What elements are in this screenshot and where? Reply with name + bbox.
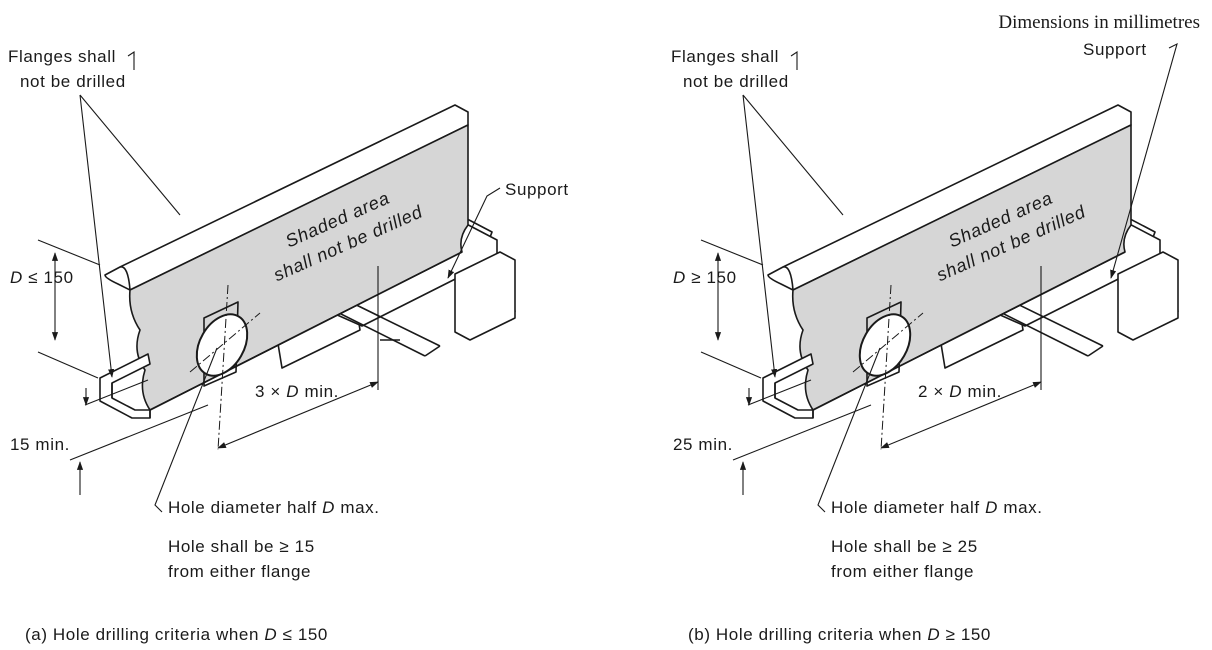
edge-dimension-label: 15 min. <box>10 435 70 454</box>
caption-pre: (a) Hole drilling criteria when <box>25 625 259 644</box>
edge-dimension-label: 25 min. <box>673 435 733 454</box>
hole-pre: Hole diameter half <box>831 498 980 517</box>
flanges-label-line1: Flanges shall <box>671 47 779 66</box>
hole-diameter-label: Hole diameter half D max. <box>831 498 1043 517</box>
caption-post: ≤ 150 <box>283 625 328 644</box>
depth-label: D ≤ 150 <box>10 268 74 287</box>
caption-post: ≥ 150 <box>946 625 991 644</box>
flanges-label-line2: not be drilled <box>20 72 126 91</box>
spacing-var: D <box>286 382 299 401</box>
depth-op: ≥ 150 <box>691 268 736 287</box>
bottom-flange <box>99 353 151 419</box>
hole-note-line1: Hole shall be ≥ 15 <box>168 537 315 556</box>
depth-label: D ≥ 150 <box>673 268 737 287</box>
hole-note-line2: from either flange <box>831 562 974 581</box>
hole-var: D <box>985 498 998 517</box>
spacing-post: min. <box>304 382 339 401</box>
caption-var: D <box>264 625 277 644</box>
caption-pre: (b) Hole drilling criteria when <box>688 625 922 644</box>
spacing-pre: 2 × <box>918 382 944 401</box>
hole-pre: Hole diameter half <box>168 498 317 517</box>
flanges-label-line2: not be drilled <box>683 72 789 91</box>
panel-b: Shaded area shall not be drilled Flanges… <box>671 40 1179 644</box>
spacing-post: min. <box>967 382 1002 401</box>
hole-post: max. <box>1003 498 1042 517</box>
flanges-label-line1: Flanges shall <box>8 47 116 66</box>
caption-a: (a) Hole drilling criteria when D ≤ 150 <box>25 625 328 644</box>
depth-var: D <box>673 268 686 287</box>
top-flange <box>767 104 1132 291</box>
spacing-pre: 3 × <box>255 382 281 401</box>
support-label: Support <box>1083 40 1147 59</box>
bottom-flange <box>762 353 814 419</box>
hole-note-line2: from either flange <box>168 562 311 581</box>
hole-var: D <box>322 498 335 517</box>
hole-diameter-label: Hole diameter half D max. <box>168 498 380 517</box>
depth-var: D <box>10 268 23 287</box>
top-flange <box>104 104 469 291</box>
units-note: Dimensions in millimetres <box>998 12 1200 33</box>
spacing-label: 3 × D min. <box>255 382 339 401</box>
depth-op: ≤ 150 <box>28 268 73 287</box>
caption-b: (b) Hole drilling criteria when D ≥ 150 <box>688 625 991 644</box>
hole-note-line1: Hole shall be ≥ 25 <box>831 537 978 556</box>
support-label: Support <box>505 180 569 199</box>
panel-a: Shaded area shall not be drilled Flanges… <box>8 47 569 644</box>
caption-var: D <box>927 625 940 644</box>
spacing-label: 2 × D min. <box>918 382 1002 401</box>
hole-post: max. <box>340 498 379 517</box>
spacing-var: D <box>949 382 962 401</box>
